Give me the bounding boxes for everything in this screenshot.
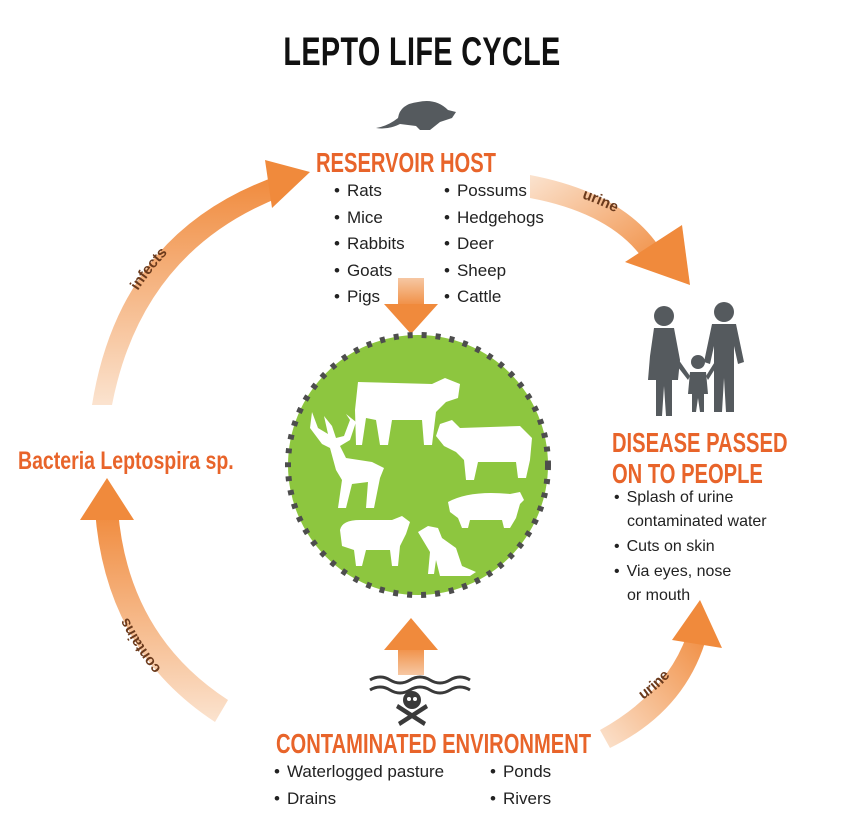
page-title: LEPTO LIFE CYCLE — [283, 30, 561, 74]
list-item: Possums — [444, 178, 544, 205]
list-item: Sheep — [444, 258, 544, 285]
deer-icon — [310, 412, 384, 508]
urine-bottom-arrow — [600, 600, 722, 748]
list-item: Pigs — [334, 284, 405, 311]
cattle-icon — [436, 420, 532, 480]
list-item: Splash of urine — [614, 486, 767, 510]
pig-icon — [448, 492, 524, 528]
list-item: Deer — [444, 231, 544, 258]
list-item: Cuts on skin — [614, 534, 767, 560]
disease-list: Splash of urine contaminated water Cuts … — [614, 486, 767, 608]
dog-icon — [418, 526, 476, 576]
cow-icon — [355, 378, 460, 445]
skull-crossbones-icon — [396, 691, 428, 726]
list-item: Rabbits — [334, 231, 405, 258]
list-item: Cattle — [444, 284, 544, 311]
list-item: contaminated water — [627, 513, 767, 530]
sheep-icon — [340, 516, 410, 566]
up-arrow — [384, 618, 438, 675]
environment-list-2: Ponds Rivers — [490, 759, 551, 812]
reservoir-heading: RESERVOIR HOST — [316, 147, 496, 178]
rat-icon — [376, 101, 456, 130]
list-item: Hedgehogs — [444, 205, 544, 232]
list-item: Rats — [334, 178, 405, 205]
list-item: Via eyes, nose — [614, 560, 767, 584]
disease-heading: DISEASE PASSED ON TO PEOPLE — [612, 427, 788, 489]
reservoir-list-2: Possums Hedgehogs Deer Sheep Cattle — [444, 178, 544, 311]
disease-heading-line1: DISEASE PASSED — [612, 427, 788, 458]
environment-list-1: Waterlogged pasture Drains — [274, 759, 444, 812]
bacteria-label: Bacteria Leptospira sp. — [18, 447, 234, 475]
list-item: Ponds — [490, 759, 551, 786]
reservoir-list-1: Rats Mice Rabbits Goats Pigs — [334, 178, 405, 311]
list-item: Drains — [274, 786, 444, 813]
list-item: Rivers — [490, 786, 551, 813]
infects-arrow — [92, 160, 310, 405]
list-item: Mice — [334, 205, 405, 232]
environment-heading: CONTAMINATED ENVIRONMENT — [276, 728, 592, 759]
urine-top-arrow — [530, 175, 690, 285]
family-icon — [648, 302, 744, 416]
animals-circle — [285, 332, 551, 598]
list-item: Waterlogged pasture — [274, 759, 444, 786]
disease-heading-line2: ON TO PEOPLE — [612, 458, 763, 489]
contains-arrow — [80, 478, 228, 722]
water-waves-icon — [369, 675, 471, 695]
list-item: Goats — [334, 258, 405, 285]
list-item: or mouth — [627, 587, 691, 604]
